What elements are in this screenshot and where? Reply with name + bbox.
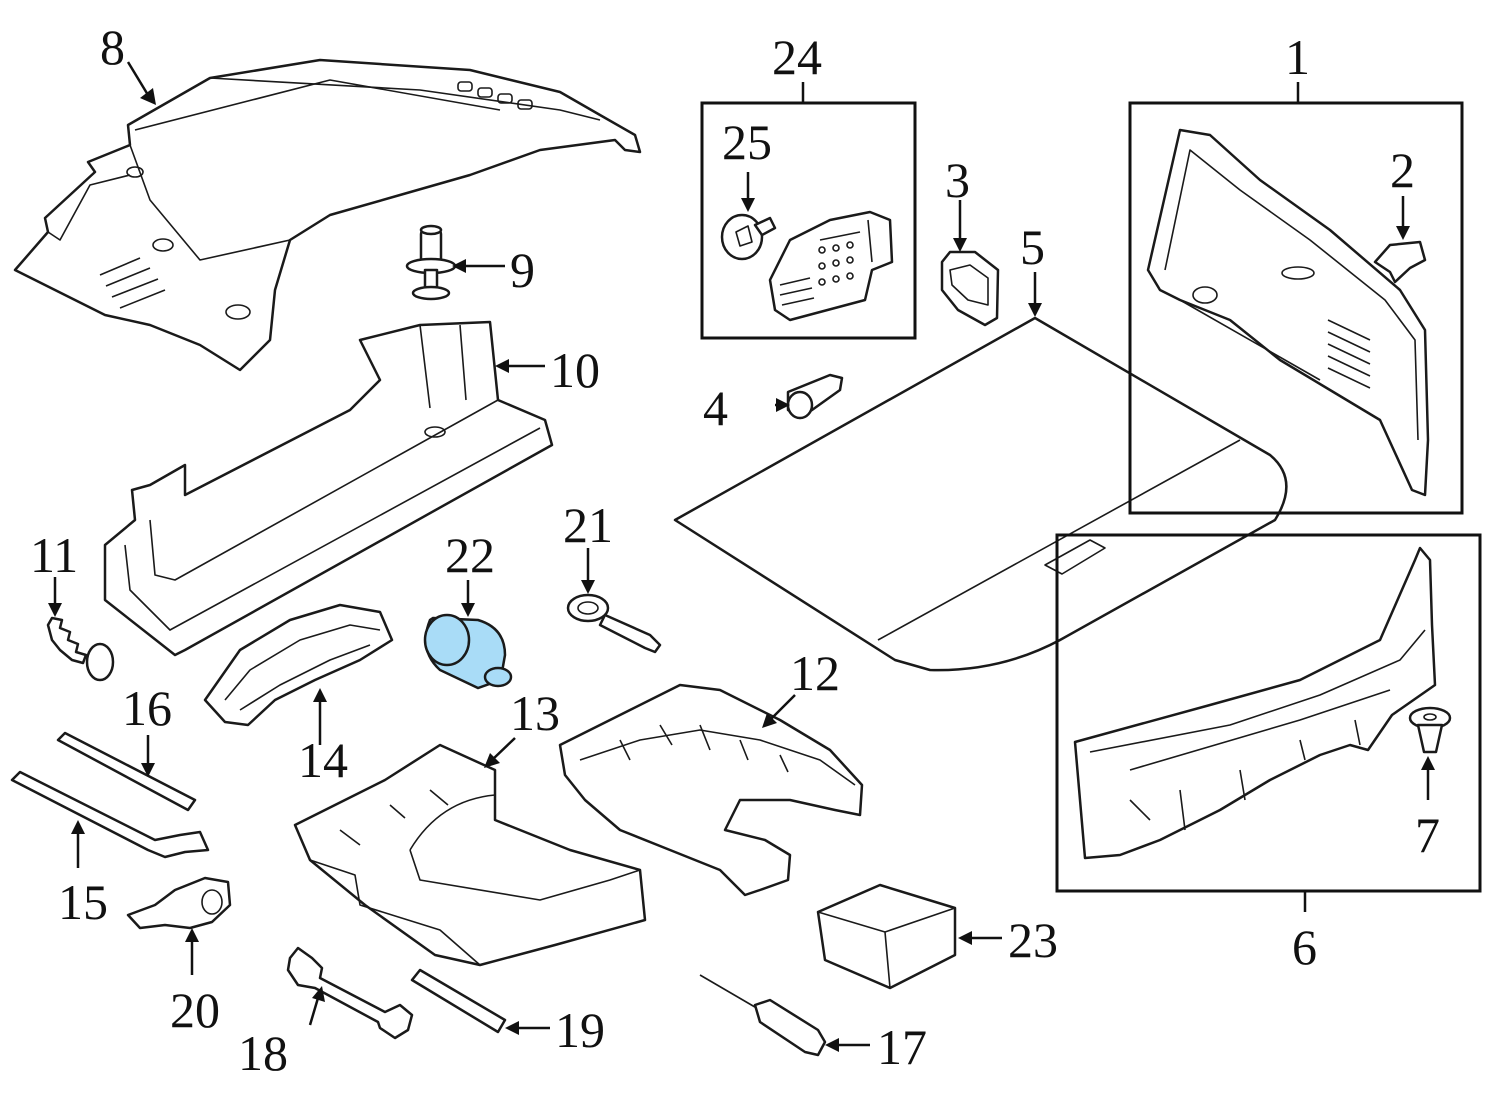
- callout-21: 21: [563, 497, 613, 553]
- callout-25: 25: [722, 114, 772, 170]
- part-21-towing-eye[interactable]: [566, 593, 662, 654]
- part-6-sill-trim[interactable]: [1073, 546, 1437, 860]
- part-25-bulb[interactable]: [720, 213, 777, 261]
- callout-18: 18: [238, 1025, 288, 1081]
- callout-11: 11: [30, 527, 79, 583]
- callout-3: 3: [945, 152, 970, 208]
- callout-24: 24: [772, 29, 822, 85]
- part-4-bolt[interactable]: [786, 373, 844, 420]
- callout-2: 2: [1390, 142, 1415, 198]
- callout-16: 16: [122, 680, 172, 736]
- part-12-foam-insert[interactable]: [558, 683, 864, 897]
- callout-15: 15: [58, 874, 108, 930]
- callout-22: 22: [445, 527, 495, 583]
- callout-19: 19: [555, 1002, 605, 1058]
- part-6-group-box: [1055, 533, 1482, 893]
- part-17-screwdriver[interactable]: [699, 974, 827, 1057]
- callout-4: 4: [703, 380, 728, 436]
- part-15-bent-rod[interactable]: [10, 770, 210, 859]
- callout-9: 9: [510, 242, 535, 298]
- part-1-group-box: [1128, 101, 1464, 515]
- part-8-floor-panel[interactable]: [13, 58, 642, 372]
- part-13-spare-tray[interactable]: [293, 743, 647, 967]
- leader-lines: [48, 61, 1435, 1052]
- part-2-clip[interactable]: [1373, 240, 1427, 284]
- part-24-lamp-housing[interactable]: [768, 210, 894, 322]
- callout-20: 20: [170, 982, 220, 1038]
- callout-14: 14: [298, 732, 348, 788]
- callout-17: 17: [877, 1019, 927, 1075]
- part-22-highlighted-cylinder[interactable]: [423, 613, 513, 690]
- callout-10: 10: [550, 342, 600, 398]
- part-18-wrench[interactable]: [286, 946, 414, 1040]
- part-16-rod[interactable]: [56, 731, 197, 812]
- callout-8: 8: [100, 19, 125, 75]
- part-24-group-box: [700, 101, 917, 340]
- callout-12: 12: [790, 645, 840, 701]
- part-14-jack[interactable]: [203, 603, 394, 727]
- part-1-side-trim[interactable]: [1146, 128, 1430, 497]
- part-20-hook[interactable]: [126, 876, 232, 930]
- part-23-box[interactable]: [816, 883, 957, 990]
- part-7-clip[interactable]: [1408, 706, 1452, 754]
- part-5-floor-cover[interactable]: [673, 316, 1288, 672]
- part-3-cap[interactable]: [940, 250, 1000, 327]
- part-11-clip[interactable]: [46, 616, 115, 682]
- part-10-side-tray[interactable]: [103, 320, 554, 657]
- callout-13: 13: [510, 685, 560, 741]
- callout-23: 23: [1008, 912, 1058, 968]
- part-9-push-pin[interactable]: [405, 224, 457, 301]
- part-19-bit[interactable]: [410, 968, 507, 1034]
- callout-7: 7: [1415, 807, 1440, 863]
- callout-1: 1: [1285, 29, 1310, 85]
- callout-6: 6: [1292, 919, 1317, 975]
- callout-5: 5: [1020, 219, 1045, 275]
